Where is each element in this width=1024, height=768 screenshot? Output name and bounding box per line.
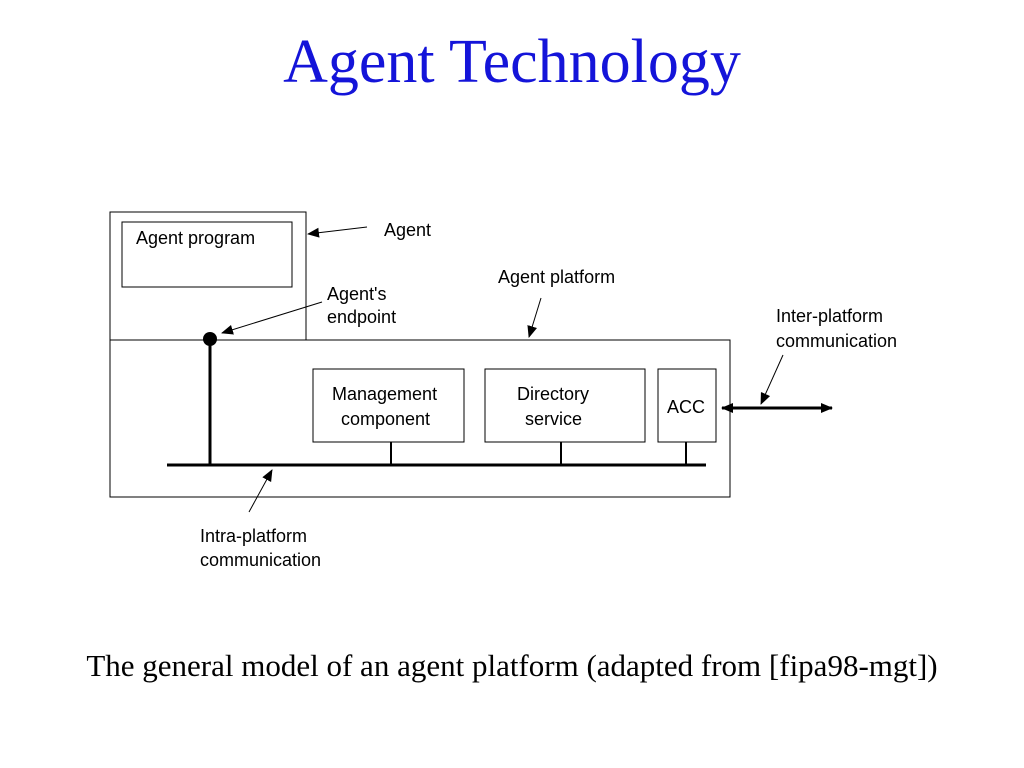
acc-label: ACC <box>667 397 705 417</box>
agent-arrow <box>307 226 368 238</box>
agent-program-label: Agent program <box>136 228 255 248</box>
management-component-box <box>312 368 465 443</box>
agent-endpoint-label-line1: Agent's <box>327 284 386 304</box>
agent-endpoint-label-line2: endpoint <box>327 307 396 327</box>
inter-platform-label-line2: communication <box>776 331 897 351</box>
management-label-line1: Management <box>332 384 437 404</box>
agent-label: Agent <box>384 220 431 240</box>
slide-title: Agent Technology <box>283 28 741 96</box>
agent-program-box <box>121 221 293 288</box>
directory-service-box <box>484 368 646 443</box>
agent-platform-box <box>109 339 731 498</box>
intra-platform-label-line1: Intra-platform <box>200 526 307 546</box>
agent-endpoint-arrow <box>221 301 323 335</box>
intra-platform-label-line2: communication <box>200 550 321 570</box>
intra-platform-arrow <box>248 469 273 513</box>
figure-caption: The general model of an agent platform (… <box>86 648 938 683</box>
management-label-line2: component <box>341 409 430 429</box>
inter-platform-label-line1: Inter-platform <box>776 306 883 326</box>
directory-label-line2: service <box>525 409 582 429</box>
agent-platform-arrow <box>527 297 542 338</box>
directory-label-line1: Directory <box>517 384 589 404</box>
agent-platform-label: Agent platform <box>498 267 615 287</box>
inter-platform-pointer-arrow <box>760 354 784 405</box>
